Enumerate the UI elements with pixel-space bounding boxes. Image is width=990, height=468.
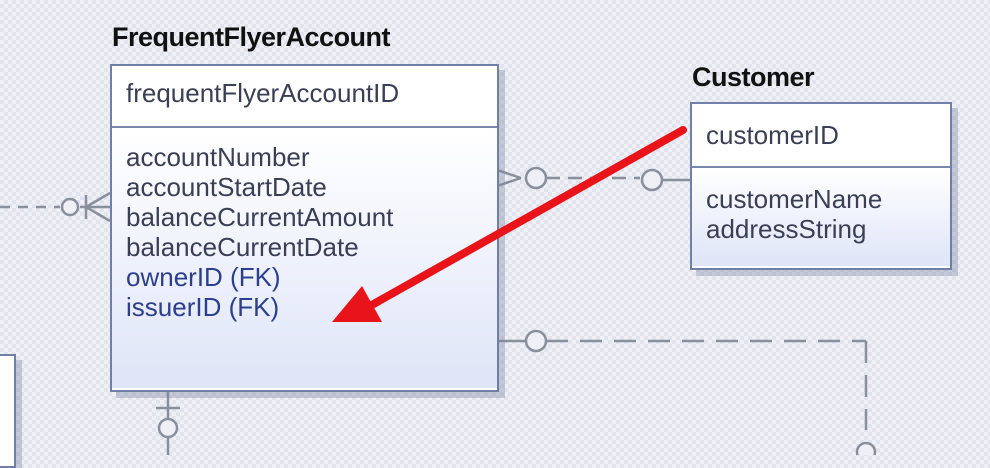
attribute-issuer-id-fk: issuerID (FK)	[126, 292, 280, 322]
attribute-customer-name: customerName	[706, 184, 883, 214]
attribute-balance-current-amount: balanceCurrentAmount	[126, 202, 394, 232]
attribute-balance-current-date: balanceCurrentDate	[126, 232, 359, 262]
left-relationship	[0, 191, 111, 223]
er-diagram-canvas: FrequentFlyerAccount frequentFlyerAccoun…	[0, 22, 952, 468]
issuer-relationship	[497, 329, 877, 455]
attribute-owner-id-fk: ownerID (FK)	[126, 262, 281, 292]
attribute-account-start-date: accountStartDate	[126, 172, 327, 202]
attribute-address-string: addressString	[706, 214, 867, 244]
attribute-account-number: accountNumber	[126, 142, 310, 172]
primary-key-section: customerID	[692, 104, 950, 168]
primary-key-section: frequentFlyerAccountID	[112, 66, 497, 128]
entity-title: Customer	[692, 62, 815, 92]
annotation-arrow	[332, 126, 687, 322]
entity-box: frequentFlyerAccountID accountNumber acc…	[110, 64, 499, 392]
attribute-section: accountNumber accountStartDate balanceCu…	[112, 128, 497, 388]
primary-key-attribute: frequentFlyerAccountID	[126, 78, 400, 108]
primary-key-attribute: customerID	[706, 120, 839, 150]
attribute-section: customerName addressString	[692, 168, 950, 266]
entity-box: customerID customerName addressString	[690, 102, 952, 270]
bottom-relationship	[156, 392, 180, 455]
entity-title: FrequentFlyerAccount	[112, 22, 391, 52]
